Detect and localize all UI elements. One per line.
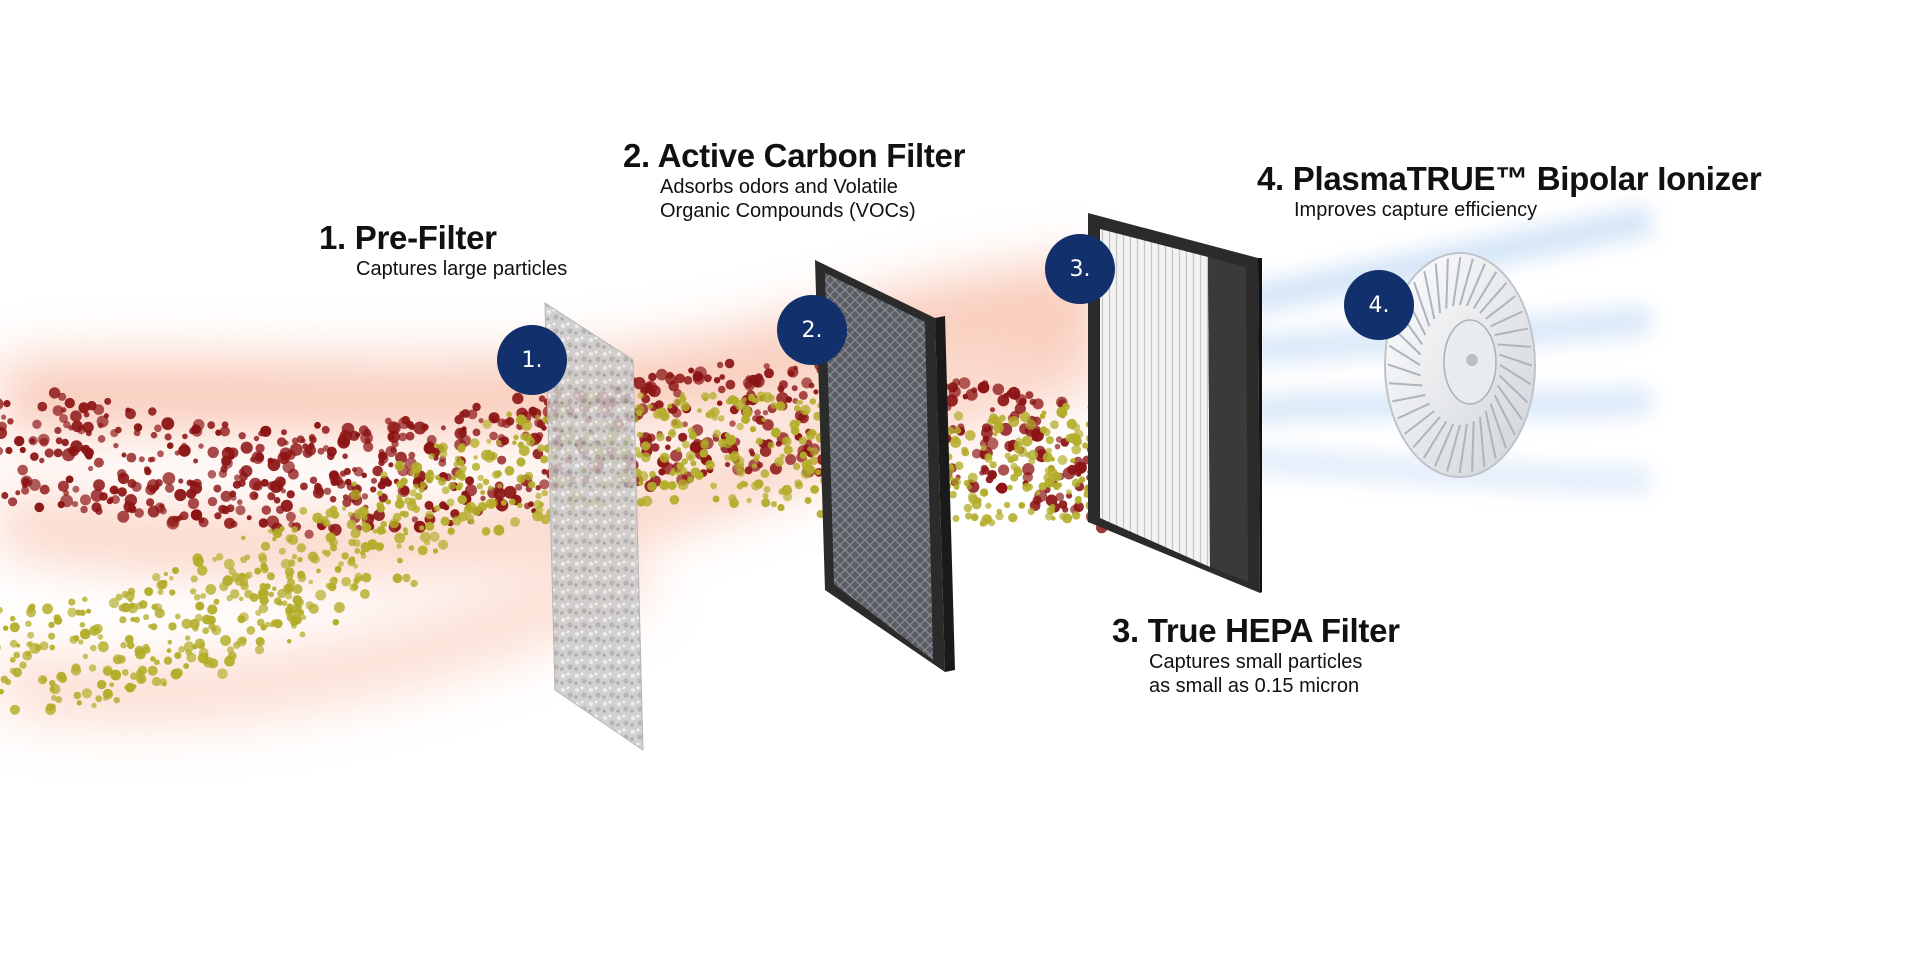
- ionizer-fan: [1384, 252, 1536, 478]
- stage-1-description-line-1: Captures large particles: [356, 258, 568, 280]
- stage-3-description-line-2: as small as 0.15 micron: [1149, 675, 1360, 697]
- stage-4-label: 4. PlasmaTRUE™ Bipolar Ionizer Improves …: [1257, 160, 1762, 222]
- stage-2-title: 2. Active Carbon Filter: [623, 137, 966, 174]
- pre-filter-panel: [544, 302, 644, 751]
- stage-2-label: 2. Active Carbon Filter Adsorbs odors an…: [623, 137, 965, 223]
- stage-4-title: 4. PlasmaTRUE™ Bipolar Ionizer: [1257, 160, 1762, 197]
- stage-3-description-line-1: Captures small particles: [1149, 651, 1363, 673]
- stage-4-badge: 4.: [1344, 270, 1414, 340]
- stage-1-title: 1. Pre-Filter: [319, 219, 497, 256]
- stage-1-badge: 1.: [497, 325, 567, 395]
- carbon-filter-panel: [815, 260, 955, 672]
- stage-3-label: 3. True HEPA Filter Captures small parti…: [1112, 612, 1400, 698]
- stage-2-badge: 2.: [777, 295, 847, 365]
- stage-3-badge: 3.: [1045, 234, 1115, 304]
- hepa-filter-panel: [1088, 213, 1262, 593]
- stage-1-label: 1. Pre-Filter Captures large particles: [319, 219, 567, 281]
- stage-2-description-line-1: Adsorbs odors and Volatile: [660, 176, 898, 198]
- stage-3-title: 3. True HEPA Filter: [1112, 612, 1400, 649]
- stage-2-description-line-2: Organic Compounds (VOCs): [660, 200, 916, 222]
- stage-4-description-line-1: Improves capture efficiency: [1294, 199, 1538, 221]
